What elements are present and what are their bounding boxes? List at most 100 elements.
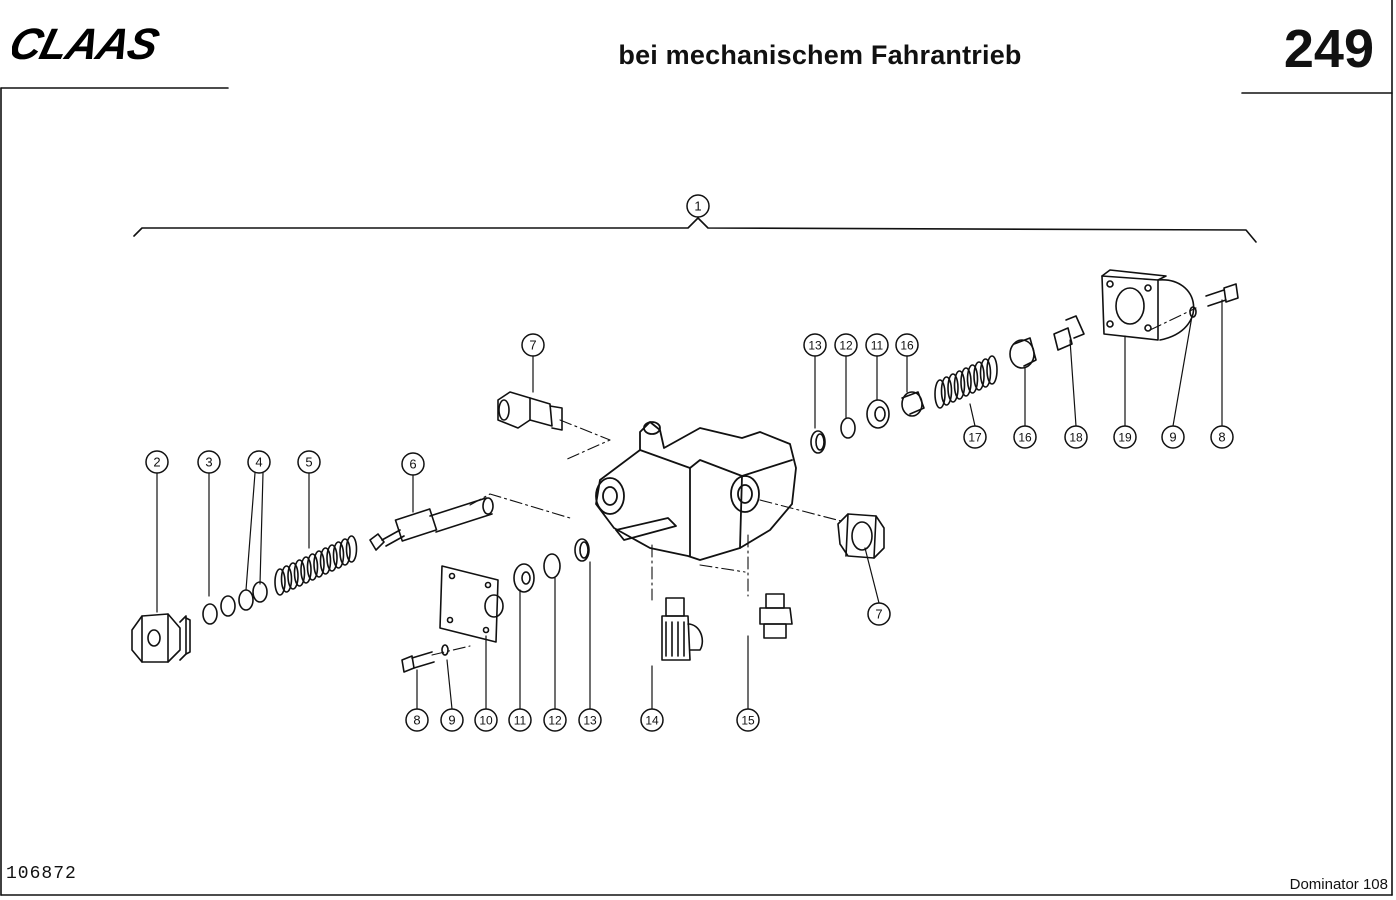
valve-body <box>595 421 797 561</box>
document-number: 106872 <box>6 864 77 884</box>
callout-number: 9 <box>448 713 455 728</box>
spring-coil <box>953 370 966 400</box>
spring-coil <box>947 373 959 403</box>
callout-number: 19 <box>1118 431 1132 445</box>
callout-c15: 15 <box>736 708 760 732</box>
part-13-ring-top <box>810 430 826 454</box>
callout-number: 12 <box>548 714 562 728</box>
callout-number: 2 <box>153 455 160 470</box>
part-15-nipple <box>759 593 793 639</box>
spring-coil <box>300 556 312 584</box>
part-8-bolt-bottom <box>401 651 435 673</box>
callout-c5: 5 <box>297 450 321 474</box>
callout-circle <box>543 708 567 732</box>
callout-circle <box>686 194 710 218</box>
callout-number: 7 <box>529 338 536 353</box>
part-16-sleeve-top <box>901 391 925 417</box>
callout-number: 9 <box>1169 430 1176 445</box>
axis-lines <box>431 307 1197 656</box>
part-2-screw-plug <box>131 613 191 663</box>
part-19-housing <box>1101 269 1195 341</box>
part-14-valve-insert <box>661 597 704 661</box>
callout-c4: 4 <box>247 450 271 474</box>
callout-circle <box>1161 425 1185 449</box>
callout-number: 8 <box>1218 430 1225 445</box>
callout-number: 15 <box>741 714 755 728</box>
spring-coil <box>280 565 293 593</box>
callout-number: 4 <box>255 455 262 470</box>
callout-c6: 6 <box>401 452 425 476</box>
callout-c13b: 13 <box>803 333 827 357</box>
spring-coil <box>934 379 946 409</box>
callout-c16b: 16 <box>1013 425 1037 449</box>
callout-circle <box>521 333 545 357</box>
callout-number: 13 <box>583 714 597 728</box>
part-18-pin <box>1053 315 1085 351</box>
part-3-rings <box>202 595 236 625</box>
brand-text: CLAAS <box>12 22 164 66</box>
callout-circle <box>508 708 532 732</box>
part-11-washer-bottom <box>513 563 535 593</box>
callout-c8a: 8 <box>405 708 429 732</box>
claas-logo: CLAAS <box>12 22 164 66</box>
callout-c16a: 16 <box>895 333 919 357</box>
part-17-spring <box>934 355 998 409</box>
callout-circle <box>1210 425 1234 449</box>
spring-coil <box>313 550 325 578</box>
callout-number: 6 <box>409 457 416 472</box>
callout-circle <box>865 333 889 357</box>
spring-coil <box>332 541 345 569</box>
spring-coil <box>287 562 299 590</box>
callout-number: 3 <box>205 455 212 470</box>
callout-circle <box>578 708 602 732</box>
callout-circle <box>640 708 664 732</box>
callout-circle <box>145 450 169 474</box>
callout-c19: 19 <box>1113 425 1137 449</box>
spring-coil <box>339 538 351 566</box>
model-name: Dominator 108 <box>1289 876 1388 893</box>
callout-circle <box>405 708 429 732</box>
spring-coil <box>960 367 972 397</box>
callout-circle <box>1013 425 1037 449</box>
callout-circle <box>1113 425 1137 449</box>
assembly-bracket <box>133 217 1257 243</box>
callout-number: 5 <box>305 455 312 470</box>
callout-number: 11 <box>514 714 527 728</box>
spring-coil <box>274 568 286 596</box>
part-12-ring-bottom <box>543 553 561 579</box>
callout-number: 7 <box>875 607 882 622</box>
part-12-ring-top <box>840 417 856 439</box>
callout-circle <box>297 450 321 474</box>
callout-c12b: 12 <box>834 333 858 357</box>
callout-number: 14 <box>645 714 659 728</box>
callout-circle <box>963 425 987 449</box>
callout-c18: 18 <box>1064 425 1088 449</box>
spring-coil <box>979 358 992 388</box>
part-7-fitting-bottom <box>837 513 885 559</box>
callout-c8b: 8 <box>1210 425 1234 449</box>
callout-number: 11 <box>871 339 884 353</box>
callout-circle <box>867 602 891 626</box>
callout-c7b: 7 <box>867 602 891 626</box>
part-13-ring-bottom <box>574 538 590 562</box>
callout-c11a: 11 <box>508 708 532 732</box>
part-9-washer-bottom <box>441 644 449 656</box>
callout-c11b: 11 <box>865 333 889 357</box>
callout-circle <box>736 708 760 732</box>
spring-coil <box>986 355 998 385</box>
part-9-washer-top <box>1189 306 1197 318</box>
callout-circle <box>401 452 425 476</box>
part-5-spring <box>274 535 358 596</box>
callout-number: 16 <box>900 339 914 353</box>
callout-number: 18 <box>1069 431 1083 445</box>
callout-number: 17 <box>968 431 982 445</box>
callout-circle <box>834 333 858 357</box>
callout-c9b: 9 <box>1161 425 1185 449</box>
spring-coil <box>345 535 358 563</box>
part-11-washer-top <box>866 399 890 429</box>
callout-c1: 1 <box>686 194 710 218</box>
